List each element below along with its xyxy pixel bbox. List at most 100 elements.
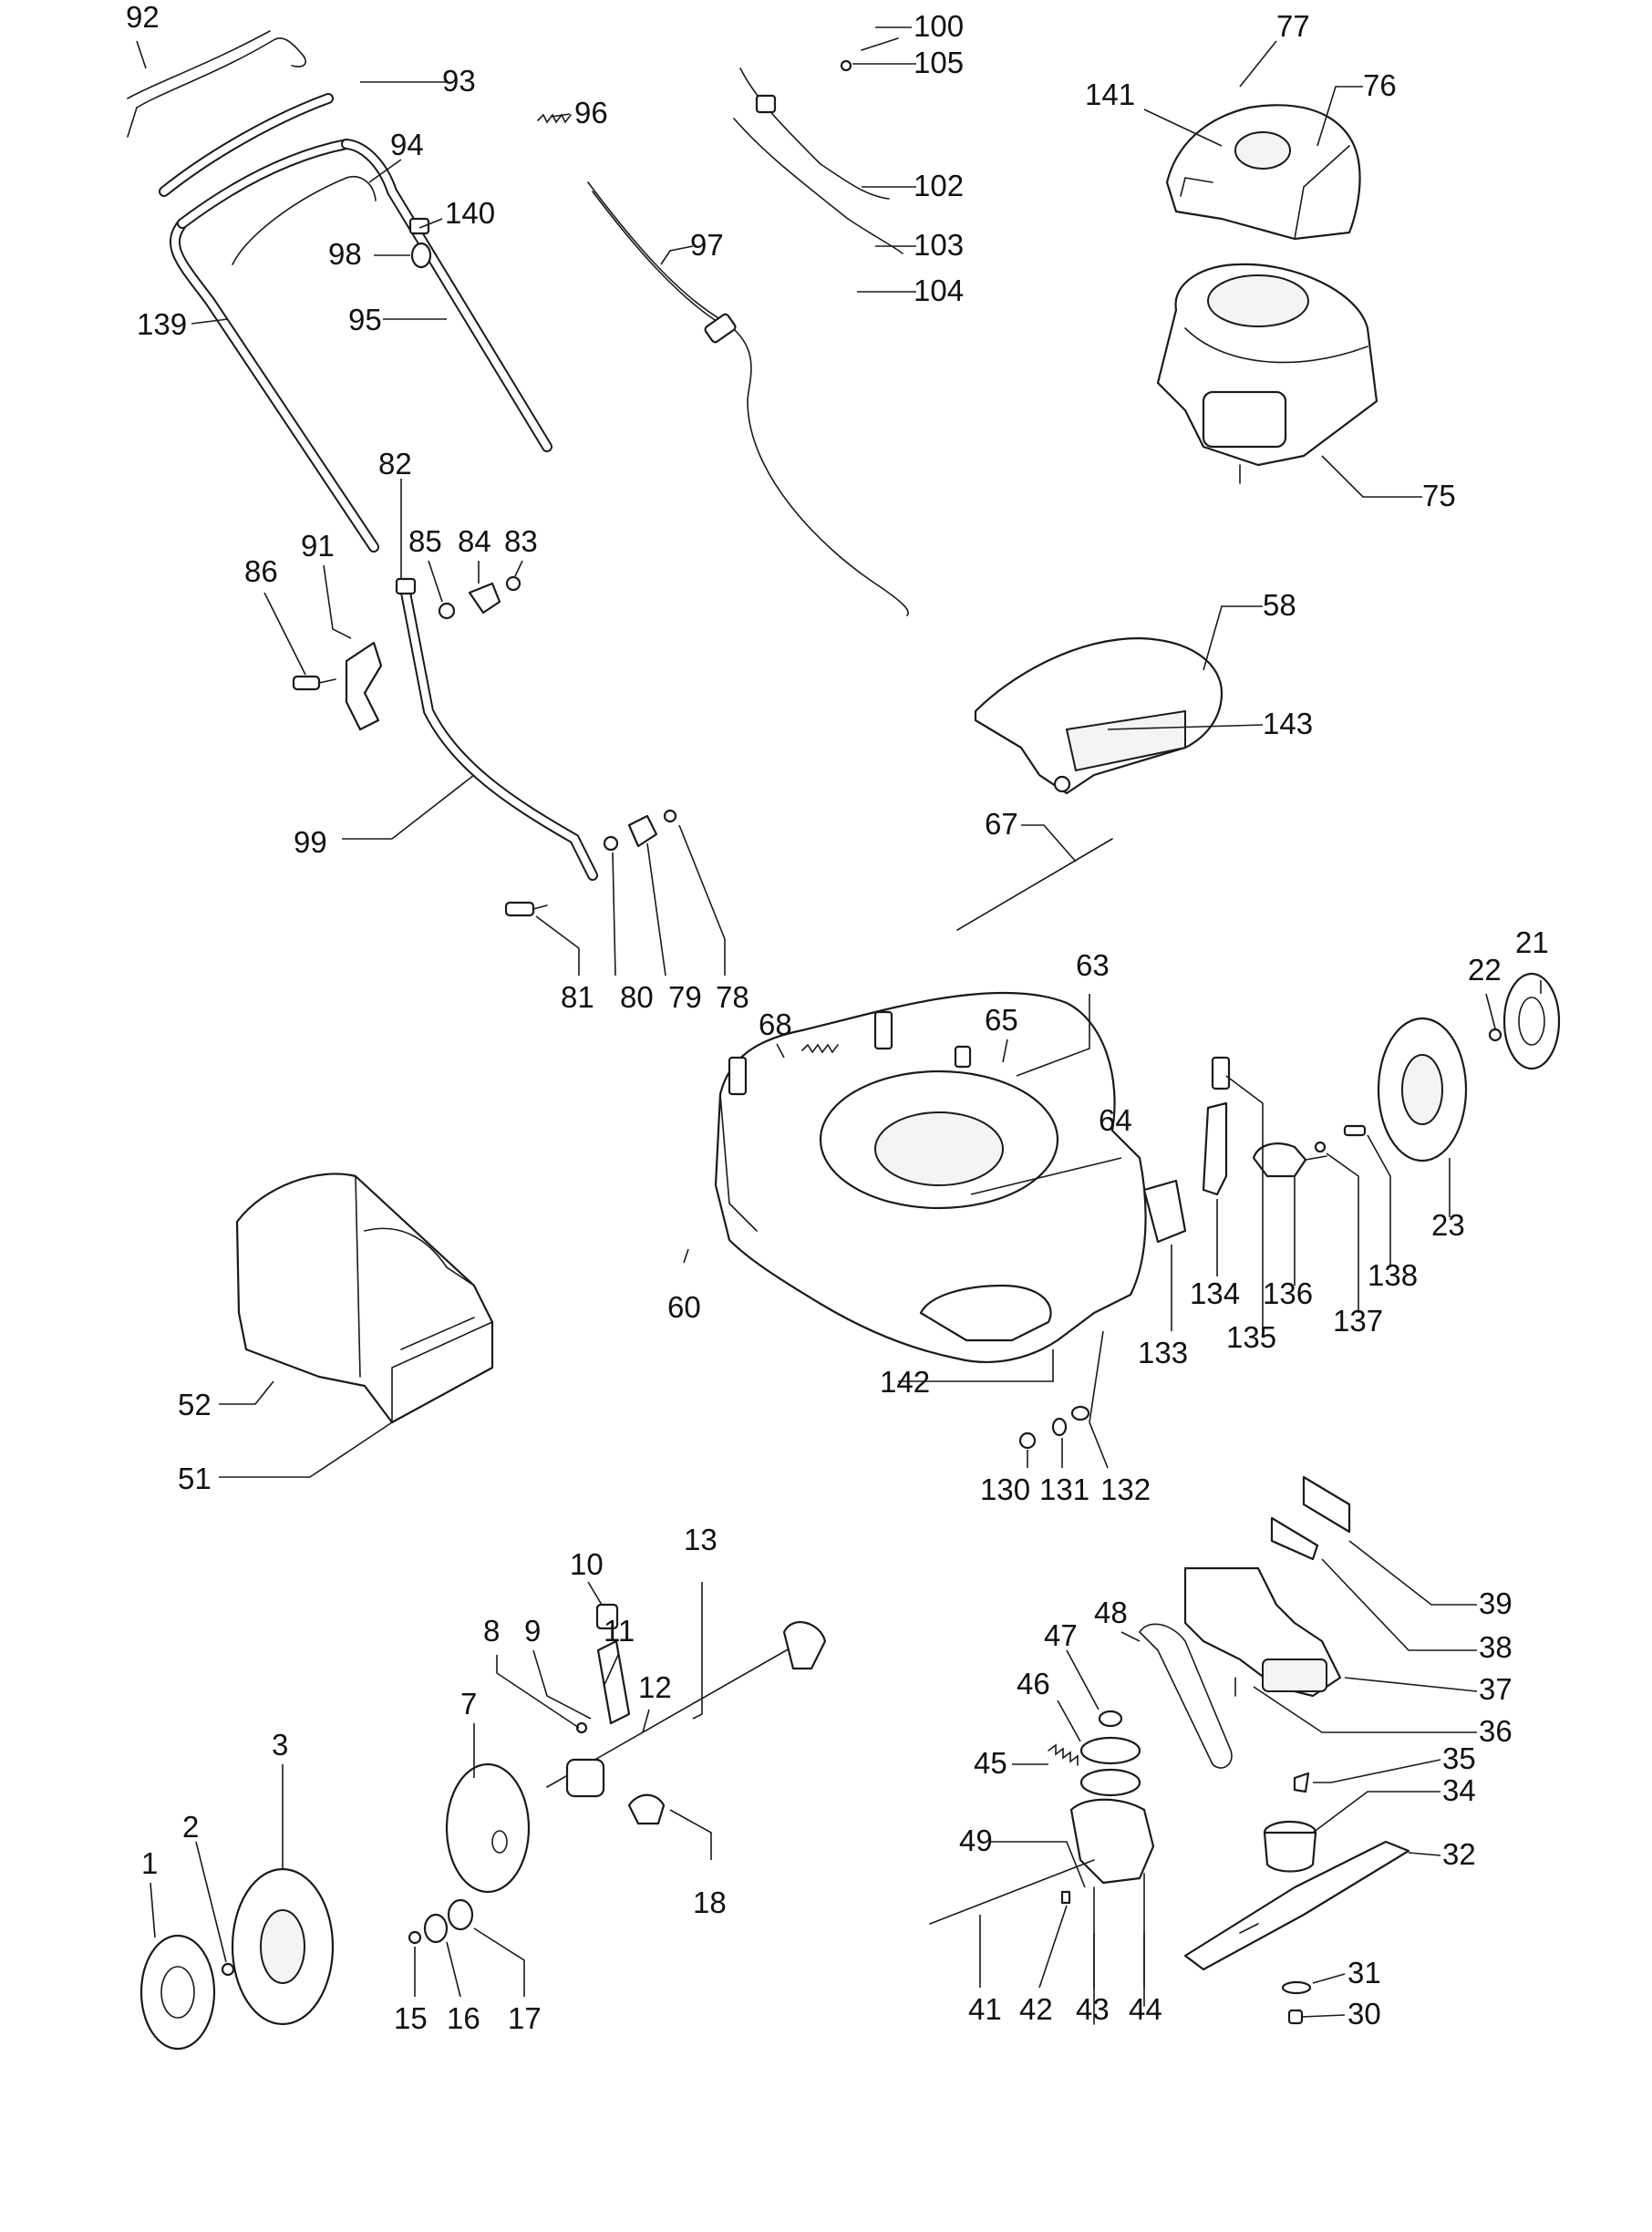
rear-guard	[974, 636, 1224, 795]
callout-36: 36	[1479, 1714, 1513, 1748]
callout-135: 135	[1226, 1320, 1276, 1354]
lower-handle	[395, 577, 598, 881]
callout-104: 104	[914, 274, 964, 307]
callout-32: 32	[1442, 1837, 1476, 1871]
callout-39: 39	[1479, 1586, 1513, 1620]
callout-78: 78	[716, 980, 749, 1014]
callout-86: 86	[244, 554, 278, 588]
cable-102	[733, 37, 903, 254]
callout-18: 18	[693, 1886, 727, 1919]
callout-102: 102	[914, 169, 964, 202]
wheel-cover-7	[445, 1762, 531, 1894]
belt-cover	[1183, 1475, 1351, 1698]
callout-3: 3	[272, 1728, 288, 1762]
front-wheel	[139, 1867, 335, 2051]
callout-43: 43	[1076, 1992, 1110, 2026]
callout-49: 49	[959, 1824, 993, 1857]
callout-41: 41	[968, 1992, 1002, 2026]
knob-84	[438, 575, 521, 620]
callout-17: 17	[508, 2001, 542, 2035]
callout-75: 75	[1422, 479, 1456, 512]
callout-45: 45	[974, 1746, 1007, 1780]
blade-bolt	[1281, 1980, 1312, 2025]
callout-38: 38	[1479, 1630, 1513, 1664]
drive-belt	[1048, 1623, 1233, 1797]
mower-deck	[714, 992, 1147, 1364]
callout-80: 80	[620, 980, 654, 1014]
knob-79	[504, 809, 677, 917]
callout-labels: 92 93 94 140 98 95 139 96 97 100 105 102…	[126, 0, 1549, 2035]
callout-68: 68	[759, 1008, 792, 1041]
callout-13: 13	[684, 1523, 718, 1556]
callout-34: 34	[1442, 1773, 1476, 1807]
callout-60: 60	[667, 1290, 701, 1324]
callout-31: 31	[1347, 1956, 1381, 1989]
callout-11: 11	[604, 1614, 635, 1648]
callout-48: 48	[1094, 1596, 1128, 1629]
spring-68	[801, 1043, 972, 1069]
upper-handle	[127, 30, 552, 553]
callout-63: 63	[1076, 948, 1110, 982]
leader-lines	[136, 26, 1542, 2018]
handle-knob	[408, 217, 432, 269]
callout-131: 131	[1039, 1472, 1089, 1506]
blade	[1183, 1840, 1410, 1971]
engine	[1156, 263, 1378, 484]
callout-95: 95	[348, 303, 382, 336]
callout-130: 130	[980, 1472, 1030, 1506]
callout-58: 58	[1263, 588, 1296, 622]
callout-133: 133	[1138, 1336, 1188, 1369]
height-adjuster	[1142, 1056, 1327, 1244]
callout-97: 97	[690, 228, 724, 262]
callout-47: 47	[1044, 1618, 1078, 1652]
callout-21: 21	[1515, 925, 1549, 959]
engine-cover	[1165, 104, 1361, 241]
callout-9: 9	[524, 1614, 541, 1648]
callout-136: 136	[1263, 1276, 1313, 1310]
callout-92: 92	[126, 0, 160, 34]
front-axle	[546, 1603, 827, 1825]
gears	[408, 1898, 474, 1945]
callout-77: 77	[1276, 9, 1310, 43]
callout-139: 139	[137, 307, 187, 341]
callout-91: 91	[301, 529, 335, 563]
rod-67	[956, 838, 1113, 931]
callout-46: 46	[1017, 1667, 1050, 1700]
callout-12: 12	[638, 1670, 672, 1704]
callout-143: 143	[1263, 707, 1313, 740]
callout-103: 103	[914, 228, 964, 262]
callout-22: 22	[1468, 953, 1502, 987]
callout-1: 1	[141, 1846, 158, 1880]
callout-96: 96	[574, 96, 608, 129]
callout-98: 98	[328, 237, 362, 271]
callout-138: 138	[1368, 1258, 1418, 1292]
callout-76: 76	[1363, 68, 1397, 102]
callout-2: 2	[182, 1810, 199, 1844]
callout-100: 100	[914, 9, 964, 43]
callout-83: 83	[504, 524, 538, 558]
callout-51: 51	[178, 1462, 212, 1495]
callout-44: 44	[1129, 1992, 1162, 2026]
grass-bag	[235, 1173, 494, 1424]
callout-30: 30	[1347, 1997, 1381, 2030]
callout-15: 15	[394, 2001, 428, 2035]
callout-93: 93	[442, 64, 476, 98]
callout-85: 85	[408, 524, 442, 558]
callout-10: 10	[570, 1547, 604, 1581]
callout-16: 16	[447, 2001, 480, 2035]
callout-94: 94	[390, 128, 424, 161]
callout-99: 99	[294, 825, 327, 859]
blade-adapter	[1263, 1772, 1317, 1873]
callout-8: 8	[483, 1614, 500, 1648]
callout-7: 7	[460, 1687, 477, 1720]
callout-37: 37	[1479, 1672, 1513, 1706]
callout-132: 132	[1100, 1472, 1151, 1506]
callout-140: 140	[445, 196, 495, 230]
parts-artwork	[127, 30, 1561, 2051]
callout-141: 141	[1085, 78, 1135, 111]
callout-67: 67	[985, 807, 1018, 841]
clip-91	[292, 641, 383, 731]
callout-142: 142	[880, 1365, 930, 1399]
callout-79: 79	[668, 980, 702, 1014]
